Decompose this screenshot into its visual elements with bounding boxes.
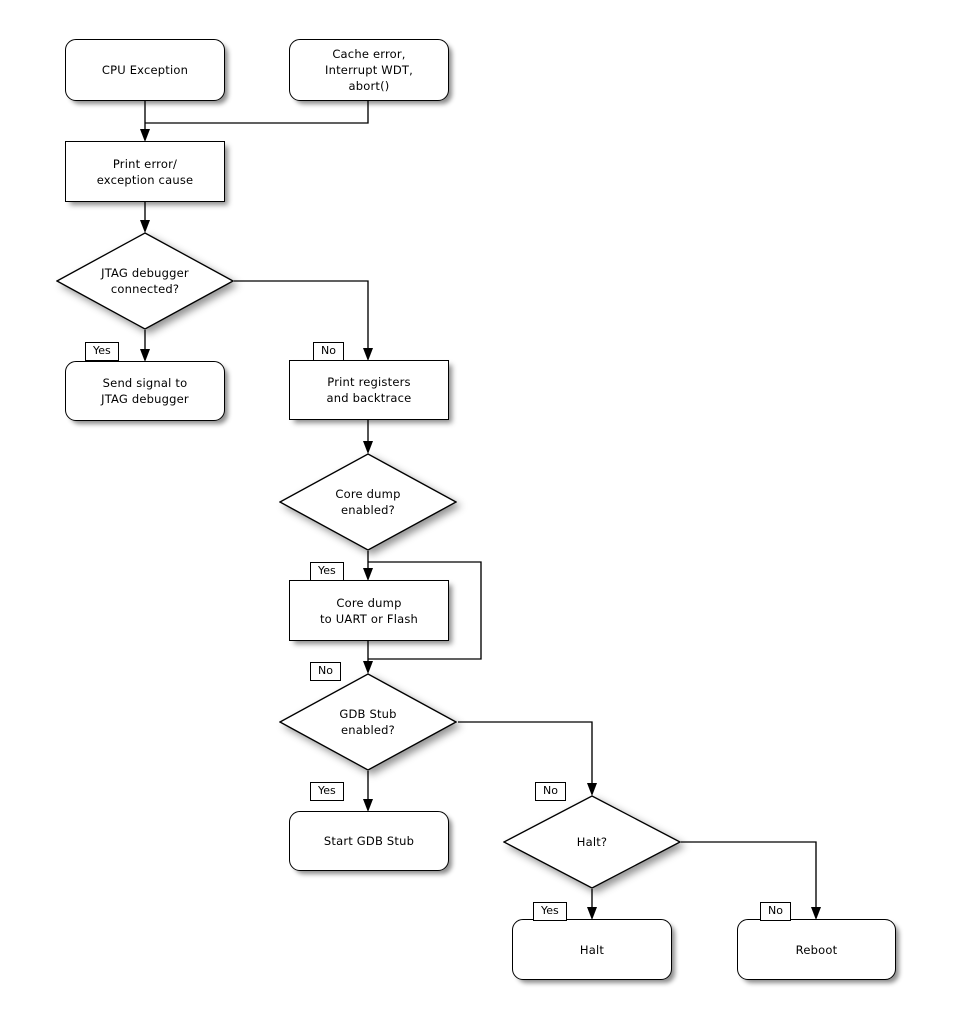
node-reboot[interactable]: Reboot bbox=[737, 919, 896, 980]
node-label-core-dump-to-uart-or-flash: Core dump to UART or Flash bbox=[319, 595, 419, 626]
edge-core-dump-yes-to-action bbox=[363, 551, 373, 581]
node-print-registers-backtrace[interactable]: Print registers and backtrace bbox=[289, 360, 449, 420]
node-label-gdb-stub-enabled: GDB Stub enabled? bbox=[339, 707, 397, 737]
edge-label-halt-yes: Yes bbox=[533, 902, 567, 921]
edge-halt-yes-to-halt bbox=[587, 889, 597, 920]
edge-label-gdb-stub-yes: Yes bbox=[310, 782, 344, 801]
edge-print-registers-to-core-dump-decision bbox=[363, 420, 373, 454]
diamond-shape-core-dump bbox=[279, 453, 457, 551]
node-label-halt: Halt bbox=[579, 942, 605, 957]
edge-halt-no-to-reboot bbox=[681, 841, 821, 920]
diamond-shape-jtag bbox=[56, 232, 234, 330]
edge-jtag-no-to-print-registers bbox=[234, 280, 373, 361]
edge-label-jtag-yes: Yes bbox=[85, 342, 119, 361]
node-cpu-exception[interactable]: CPU Exception bbox=[65, 39, 225, 101]
node-label-print-registers-backtrace: Print registers and backtrace bbox=[326, 375, 412, 405]
edge-label-core-dump-no: No bbox=[310, 662, 341, 681]
edge-cache-error-to-print-error bbox=[145, 101, 369, 124]
edge-gdb-stub-no-to-halt-decision bbox=[458, 721, 597, 796]
node-print-error-cause[interactable]: Print error/ exception cause bbox=[65, 141, 225, 202]
node-label-core-dump-enabled: Core dump enabled? bbox=[335, 487, 401, 517]
edge-jtag-yes-to-send-signal bbox=[140, 330, 150, 362]
node-label-send-signal-to-jtag: Send signal to JTAG debugger bbox=[101, 376, 189, 406]
node-halt-decision[interactable]: Halt? bbox=[503, 795, 681, 889]
node-label-cache-error: Cache error, Interrupt WDT, abort() bbox=[325, 47, 413, 93]
node-label-jtag-debugger-connected: JTAG debugger connected? bbox=[101, 266, 189, 296]
diamond-shape-halt bbox=[503, 795, 681, 889]
edge-core-dump-action-to-gdb-stub-decision bbox=[363, 641, 373, 674]
node-label-cpu-exception: CPU Exception bbox=[101, 63, 189, 77]
node-label-start-gdb-stub: Start GDB Stub bbox=[323, 834, 415, 848]
edge-label-jtag-no: No bbox=[313, 342, 344, 361]
node-gdb-stub-enabled[interactable]: GDB Stub enabled? bbox=[279, 673, 457, 771]
node-label-halt-decision: Halt? bbox=[576, 835, 608, 849]
node-send-signal-to-jtag[interactable]: Send signal to JTAG debugger bbox=[65, 361, 225, 421]
edge-label-core-dump-yes: Yes bbox=[310, 562, 344, 581]
edge-label-gdb-stub-no: No bbox=[535, 782, 566, 801]
node-core-dump-to-uart-or-flash[interactable]: Core dump to UART or Flash bbox=[289, 580, 449, 641]
edge-cpu-exception-to-print-error bbox=[140, 101, 150, 142]
node-cache-error[interactable]: Cache error, Interrupt WDT, abort() bbox=[289, 39, 449, 101]
node-start-gdb-stub[interactable]: Start GDB Stub bbox=[289, 811, 449, 871]
node-halt[interactable]: Halt bbox=[512, 919, 672, 980]
edge-print-error-to-jtag-decision bbox=[140, 202, 150, 233]
edge-gdb-stub-yes-to-start-gdb-stub bbox=[363, 771, 373, 812]
edge-label-halt-no: No bbox=[760, 902, 791, 921]
node-core-dump-enabled[interactable]: Core dump enabled? bbox=[279, 453, 457, 551]
diamond-shape-gdb-stub bbox=[279, 673, 457, 771]
node-label-reboot: Reboot bbox=[795, 942, 838, 957]
node-label-print-error-cause: Print error/ exception cause bbox=[96, 156, 194, 187]
node-jtag-debugger-connected[interactable]: JTAG debugger connected? bbox=[56, 232, 234, 330]
